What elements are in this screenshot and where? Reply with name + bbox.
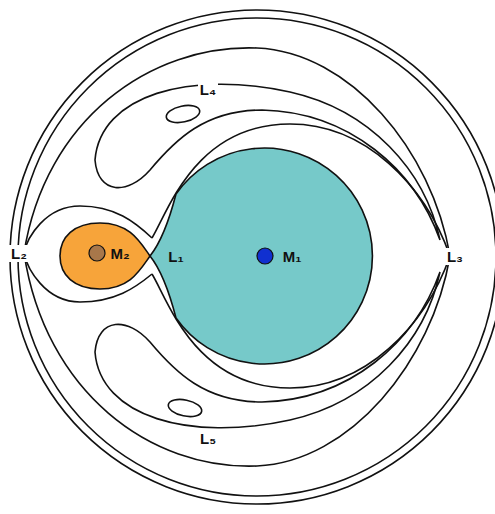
lobe-shape <box>60 223 150 289</box>
lagrange-point-label: L₁ <box>166 248 185 265</box>
mass-label: M₂ <box>108 245 131 262</box>
l2-loop-contour <box>24 206 152 302</box>
lagrange-point-label: L₄ <box>198 81 218 98</box>
l2-l3-contour <box>24 48 450 466</box>
mass-dot <box>257 248 273 264</box>
lagrange-point-label: L₅ <box>198 430 218 447</box>
roche-lobe: M₂ <box>56 220 156 292</box>
tadpole-contour <box>167 397 204 420</box>
lobe-shape <box>150 148 372 364</box>
tadpole-contour <box>165 103 202 126</box>
lagrange-point-label: L₂ <box>9 245 29 262</box>
mass-dot <box>89 245 105 261</box>
lobe-outline <box>56 220 156 292</box>
lagrange-point-label: L₃ <box>445 248 465 265</box>
outer-contour <box>18 18 495 496</box>
outer-contour <box>10 10 495 504</box>
mass-label: M₁ <box>281 248 304 265</box>
